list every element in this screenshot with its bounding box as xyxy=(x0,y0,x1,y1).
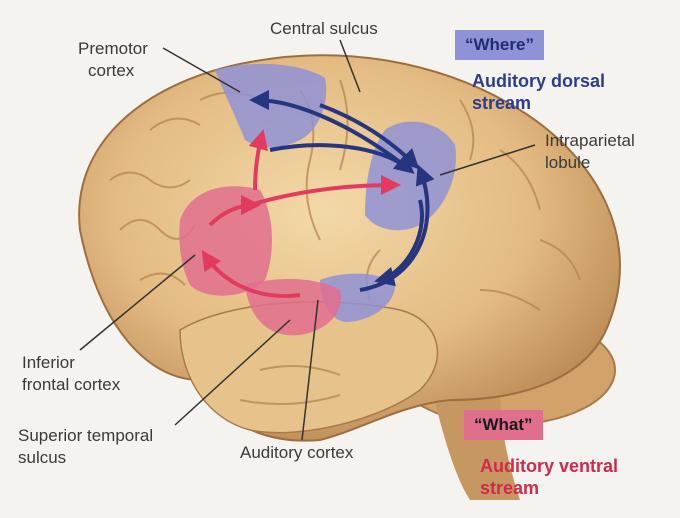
ventral-stream-line2: stream xyxy=(480,477,539,499)
label-premotor-line1: Premotor xyxy=(78,38,148,59)
label-intraparietal-line2: lobule xyxy=(545,152,590,173)
what-badge: “What” xyxy=(464,410,543,440)
dorsal-stream-line1: Auditory dorsal xyxy=(472,70,605,92)
label-auditory-cortex: Auditory cortex xyxy=(240,442,353,463)
dorsal-stream-line2: stream xyxy=(472,92,531,114)
label-intraparietal-line1: Intraparietal xyxy=(545,130,635,151)
where-badge: “Where” xyxy=(455,30,544,60)
label-premotor-line2: cortex xyxy=(88,60,134,81)
label-inferior-frontal-line2: frontal cortex xyxy=(22,374,120,395)
label-superior-temporal-line1: Superior temporal xyxy=(18,425,153,446)
label-central-sulcus: Central sulcus xyxy=(270,18,378,39)
ventral-stream-line1: Auditory ventral xyxy=(480,455,618,477)
label-inferior-frontal-line1: Inferior xyxy=(22,352,75,373)
label-superior-temporal-line2: sulcus xyxy=(18,447,66,468)
